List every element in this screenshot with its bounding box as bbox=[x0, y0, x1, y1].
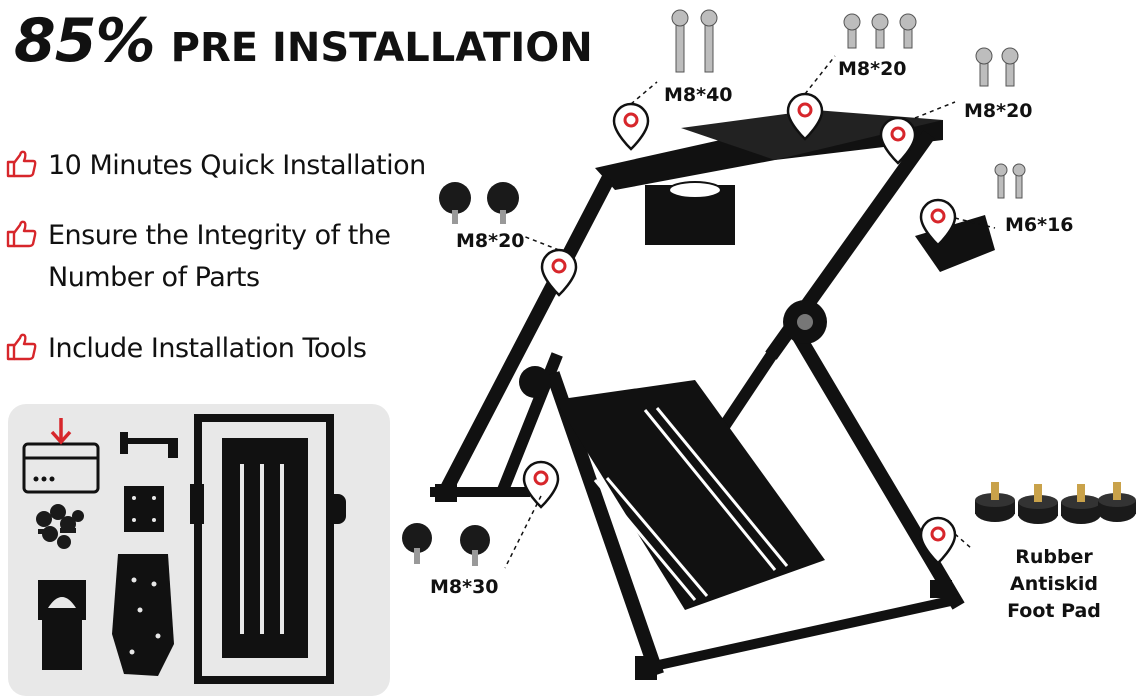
thumbs-up-icon bbox=[6, 333, 37, 361]
bracket-part bbox=[120, 432, 178, 458]
shifter-plate-part bbox=[112, 554, 174, 676]
location-pin-icon bbox=[879, 116, 917, 165]
feature-item: 10 Minutes Quick Installation bbox=[6, 145, 426, 187]
location-pin-icon bbox=[919, 516, 957, 565]
wheel-stand-illustration bbox=[395, 0, 1139, 700]
label-m8x20-top: M8*20 bbox=[838, 58, 907, 80]
location-pin-icon bbox=[919, 198, 957, 247]
feature-item: Include Installation Tools bbox=[6, 328, 367, 370]
package-contents-panel bbox=[8, 404, 390, 696]
pedal-plate bbox=[555, 380, 825, 610]
rubber-feet bbox=[975, 482, 1136, 524]
folded-frame-part bbox=[190, 414, 346, 684]
label-m6x16: M6*16 bbox=[1005, 214, 1074, 236]
thumbs-up-icon bbox=[6, 150, 37, 178]
screws-pile bbox=[36, 504, 84, 549]
feature-text: 10 Minutes Quick Installation bbox=[48, 150, 426, 181]
knobs-m8x20 bbox=[439, 182, 519, 224]
feature-item: Ensure the Integrity of the Number of Pa… bbox=[6, 215, 391, 299]
location-pin-icon bbox=[612, 102, 650, 151]
knobs-m8x30 bbox=[402, 523, 490, 566]
box-download-icon bbox=[22, 418, 100, 494]
screws-m8x20-right bbox=[975, 47, 1019, 87]
screws-m8x20-top bbox=[843, 13, 917, 49]
cup-holder-part bbox=[38, 580, 86, 670]
screws-m8x40 bbox=[671, 9, 718, 73]
location-pin-icon bbox=[522, 460, 560, 509]
leader-lines bbox=[504, 55, 996, 569]
label-m8x30: M8*30 bbox=[430, 576, 499, 598]
stand-feet bbox=[435, 484, 952, 680]
label-m8x20-right: M8*20 bbox=[964, 100, 1033, 122]
stand-frame bbox=[430, 110, 995, 677]
label-m8x40: M8*40 bbox=[664, 84, 733, 106]
small-plate-part bbox=[124, 486, 164, 532]
headline-percent: 85% bbox=[14, 6, 156, 76]
feature-text: Include Installation Tools bbox=[48, 333, 367, 364]
location-pin-icon bbox=[786, 92, 824, 141]
headline-text: PRE INSTALLATION bbox=[170, 25, 593, 71]
feature-text: Ensure the Integrity of the Number of Pa… bbox=[48, 220, 391, 293]
headline: 85% PRE INSTALLATION bbox=[14, 6, 593, 76]
thumbs-up-icon bbox=[6, 220, 37, 248]
screws-m6x16 bbox=[994, 163, 1026, 199]
location-pin-icon bbox=[540, 248, 578, 297]
label-m8x20-knob: M8*20 bbox=[456, 230, 525, 252]
label-foot-pad: Rubber Antiskid Foot Pad bbox=[1007, 546, 1101, 622]
